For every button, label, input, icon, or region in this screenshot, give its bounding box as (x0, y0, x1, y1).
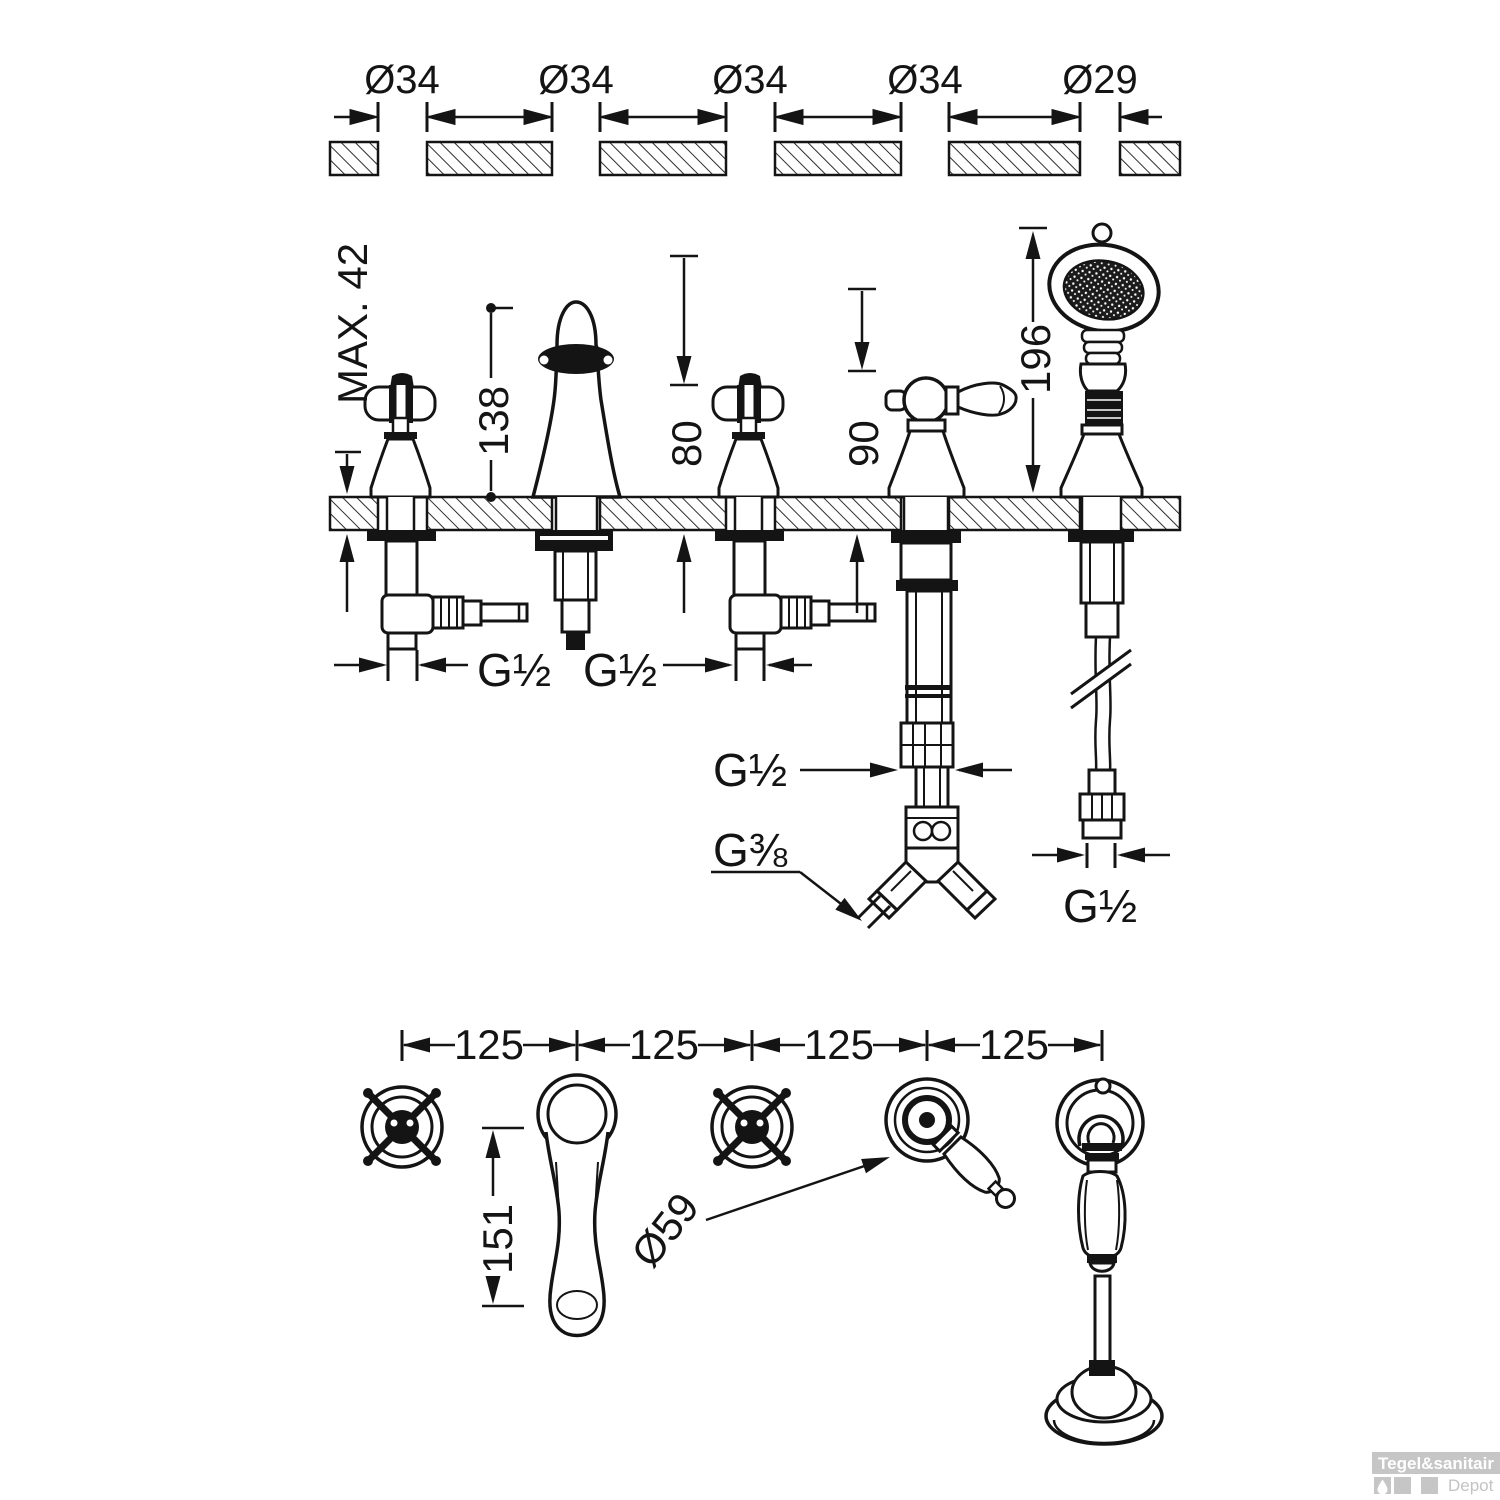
handshower-plan (1044, 1077, 1164, 1446)
watermark: Tegel&sanitair Depot (1372, 1452, 1500, 1495)
watermark-sub-brand: Depot (1448, 1476, 1494, 1495)
diverter-thread-label: G½ (713, 744, 787, 796)
watermark-brand: Tegel&sanitair (1378, 1454, 1494, 1473)
deck-strip (328, 140, 1182, 177)
spout-height-label: 138 (470, 386, 517, 456)
side-view-dimensions: MAX. 42 138 80 (329, 226, 1170, 932)
left-inlet-thread-label: G½ (477, 644, 551, 696)
handle-height-label: 80 (663, 420, 710, 467)
deck-hole-labels: Ø34 Ø34 Ø34 Ø34 Ø29 (364, 58, 1138, 102)
hole-diameter-label: Ø29 (1062, 58, 1138, 102)
hole-spacing-label: 125 (804, 1021, 874, 1068)
watermark-bar (1372, 1452, 1500, 1474)
deck-section (328, 495, 1182, 532)
spout-side (530, 300, 623, 650)
droplet-icon (1377, 1479, 1388, 1495)
hole-diameter-label: Ø34 (364, 58, 440, 102)
plan-view: 125 125 125 125 151 (362, 1021, 1164, 1446)
handshower-side (1047, 222, 1161, 840)
deck-hole-dimension-lines (334, 102, 1162, 132)
hole-diameter-label: Ø34 (712, 58, 788, 102)
spout-plan: 151 (474, 1073, 618, 1338)
diverter-outlet-thread-label: G⅜ (713, 824, 788, 876)
escutcheon-diameter-label: Ø59 (622, 1184, 708, 1275)
spacing-dimension-row: 125 125 125 125 (400, 1021, 1104, 1068)
hole-diameter-label: Ø34 (887, 58, 963, 102)
max-deck-thickness-label: MAX. 42 (329, 243, 376, 404)
handshower-height-label: 196 (1012, 324, 1059, 394)
hose-thread-label: G½ (1063, 880, 1137, 932)
left-valve-plan (362, 1087, 442, 1167)
hole-spacing-label: 125 (629, 1021, 699, 1068)
side-elevation-view: MAX. 42 138 80 (328, 222, 1182, 932)
hole-spacing-label: 125 (979, 1021, 1049, 1068)
right-valve-plan (712, 1087, 792, 1167)
diverter-plan: Ø59 (622, 1077, 1016, 1276)
diverter-height-label: 90 (840, 420, 887, 467)
diverter-side (866, 376, 1018, 921)
hole-spacing-label: 125 (454, 1021, 524, 1068)
right-inlet-thread-label: G½ (583, 644, 657, 696)
hole-diameter-label: Ø34 (538, 58, 614, 102)
deck-cross-section: Ø34 Ø34 Ø34 Ø34 Ø29 (328, 58, 1182, 177)
spout-length-label: 151 (474, 1204, 521, 1274)
